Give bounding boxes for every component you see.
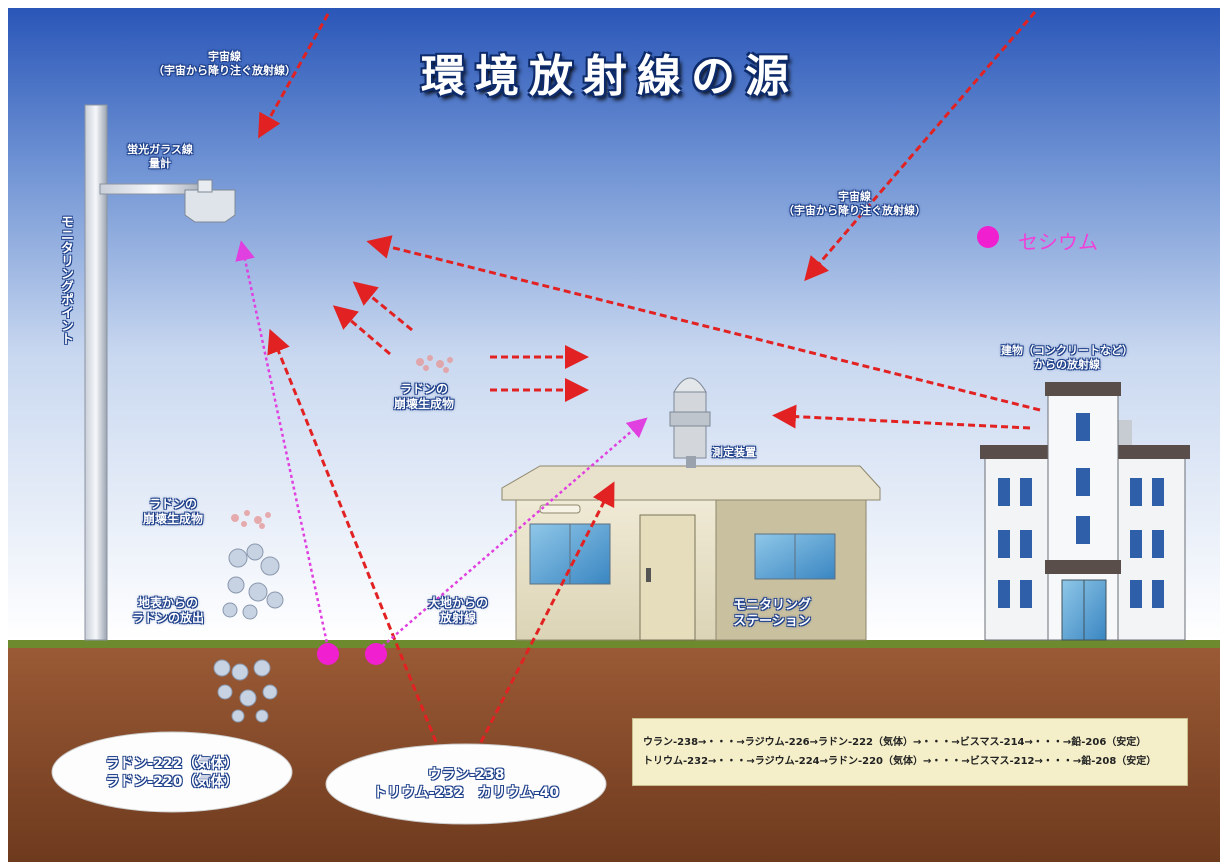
monitoring-station-label: モニタリングステーション — [732, 598, 811, 630]
radiation-arrows-red — [258, 11, 1041, 753]
monitoring-point-label: モニタリングポイント — [58, 215, 73, 345]
building-radiation-label: 建物（コンクリートなど）からの放射線 — [1001, 344, 1133, 371]
oval-parent-nuclides — [325, 743, 607, 825]
cosmic-ray-label-right: 宇宙線（宇宙から降り注ぐ放射線） — [783, 190, 926, 217]
parent-nuclides-oval-text: ウラン-238 トリウム-232 カリウム-40 — [372, 767, 560, 801]
page-title: 環境放射線の源 — [421, 51, 799, 102]
cesium-dot — [317, 643, 339, 665]
monitoring-station — [501, 377, 881, 641]
grass-line — [8, 640, 1220, 648]
glass-dosimeter-label: 蛍光ガラス線量計 — [127, 143, 193, 170]
ground-radiation-label: 大地からの放射線 — [427, 596, 488, 625]
cesium-legend-dot — [977, 226, 999, 248]
radon-particles — [213, 355, 453, 723]
concrete-building — [980, 382, 1190, 641]
cesium-dot — [365, 643, 387, 665]
monitoring-pole — [84, 104, 236, 641]
measurement-device-label: 測定装置 — [712, 446, 756, 459]
cesium-label: セシウム — [1018, 230, 1098, 254]
cesium-arrows — [235, 240, 648, 651]
thorium-decay-chain: トリウム-232→・・・→ラジウム-224→ラドン-220（気体）→・・・→ビス… — [643, 756, 1157, 767]
radon-gas-oval-text: ラドン-222（気体） ラドン-220（気体） — [105, 756, 239, 790]
cosmic-ray-label-top: 宇宙線（宇宙から降り注ぐ放射線） — [153, 50, 296, 77]
radon-emission-label: 地表からのラドンの放出 — [131, 596, 204, 625]
decay-chain-box: ウラン-238→・・・→ラジウム-226→ラドン-222（気体）→・・・→ビスマ… — [632, 718, 1188, 786]
radon-decay-products-air-label: ラドンの崩壊生成物 — [393, 382, 454, 411]
radon-decay-products-label: ラドンの崩壊生成物 — [142, 497, 203, 526]
oval-radon — [51, 731, 293, 813]
uranium-decay-chain: ウラン-238→・・・→ラジウム-226→ラドン-222（気体）→・・・→ビスマ… — [643, 737, 1147, 748]
